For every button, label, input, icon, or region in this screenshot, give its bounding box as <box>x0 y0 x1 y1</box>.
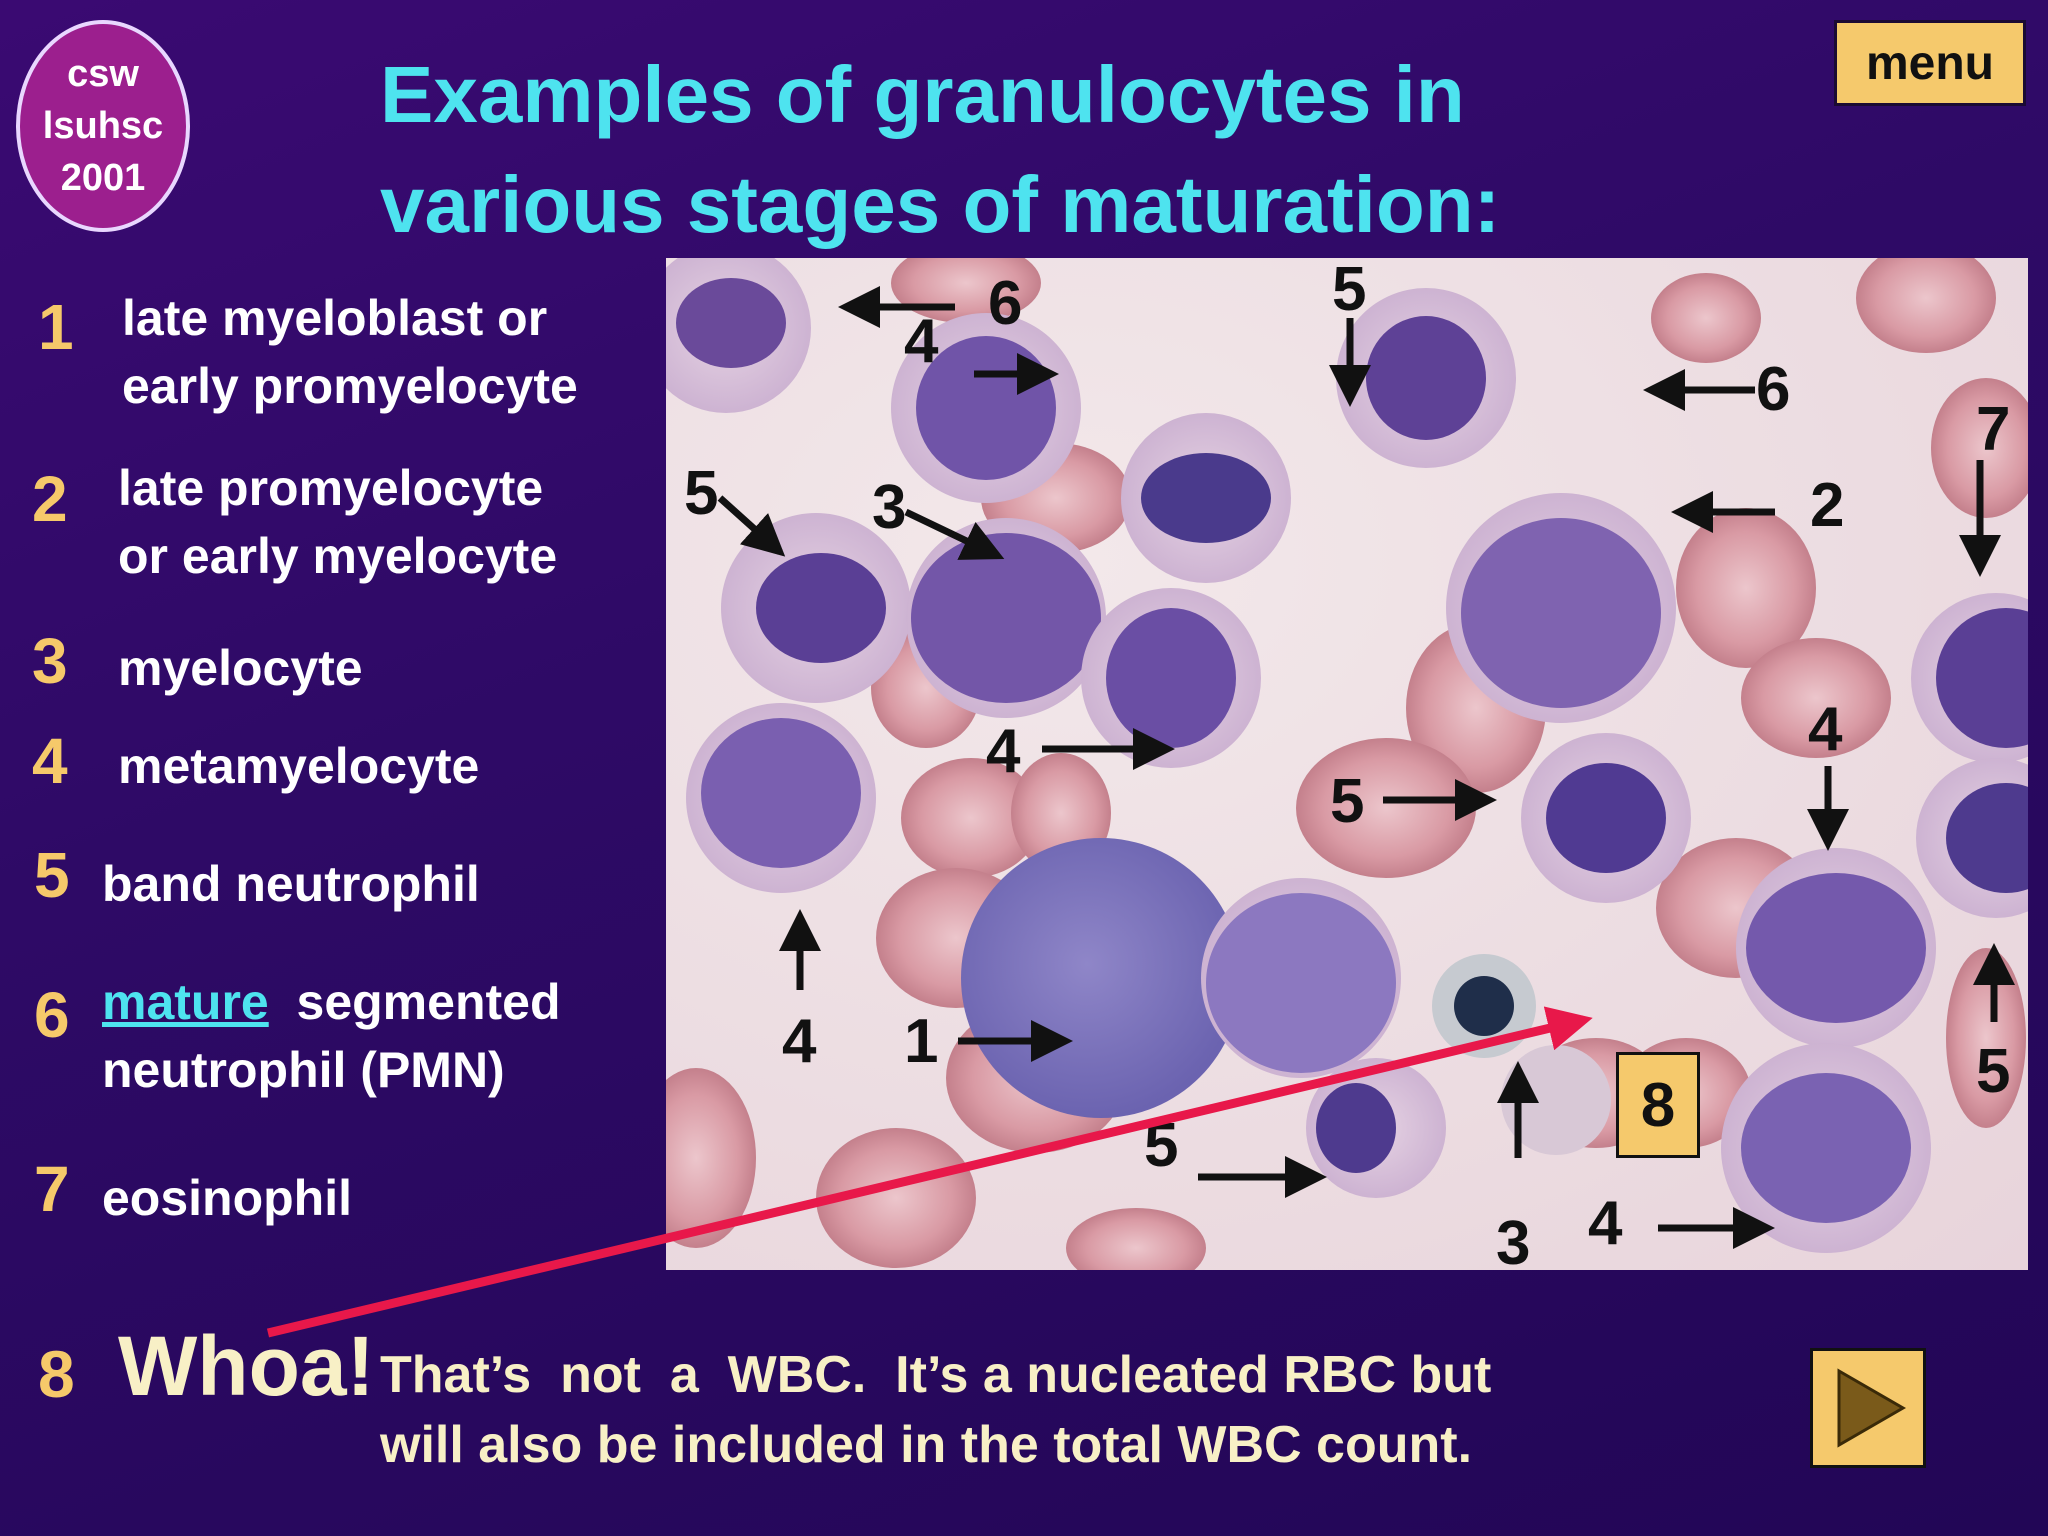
label-4-right: 4 <box>1808 695 1843 764</box>
footer-note-line-1: That’s not a WBC. It’s a nucleated RBC b… <box>380 1346 1492 1404</box>
label-2: 2 <box>1810 471 1845 540</box>
legend-number-6: 6 <box>34 979 70 1051</box>
title-line-1: Examples of granulocytes in <box>380 50 1465 139</box>
label-5-left: 5 <box>684 459 719 528</box>
label-4-middle: 4 <box>986 717 1021 786</box>
legend-item-4: metamyelocyte <box>118 738 480 794</box>
legend-item-6-line-1: mature segmented <box>102 968 560 1036</box>
legend-item-2-line-1: late promyelocyte <box>118 460 544 516</box>
label-5-middle: 5 <box>1330 767 1365 836</box>
logo-line-3: 2001 <box>60 157 146 199</box>
menu-button[interactable]: menu <box>1834 20 2026 106</box>
legend-item-6-line-1-rest: segmented <box>268 974 561 1030</box>
csw-lsuhsc-logo: csw lsuhsc 2001 <box>16 20 190 232</box>
legend-item-6-line-2: neutrophil (PMN) <box>102 1042 505 1098</box>
label-3-top: 3 <box>872 473 907 542</box>
legend-number-5: 5 <box>34 839 70 911</box>
label-4-top: 4 <box>904 307 939 376</box>
slide-title: Examples of granulocytes in various stag… <box>380 40 1710 260</box>
label-6-top-left: 6 <box>988 269 1023 338</box>
legend-item-2-line-2: or early myelocyte <box>118 528 558 584</box>
legend-number-3: 3 <box>32 625 68 697</box>
nucleated-rbc-marker: 8 <box>1616 1052 1700 1158</box>
label-4-bottom: 4 <box>1588 1189 1623 1258</box>
label-5-bottom: 5 <box>1144 1111 1179 1180</box>
legend-item-1-line-2: early promyelocyte <box>122 358 578 414</box>
label-5-right: 5 <box>1976 1037 2011 1106</box>
label-1: 1 <box>904 1007 939 1076</box>
label-3-bottom: 3 <box>1496 1209 1531 1270</box>
label-5-top: 5 <box>1332 258 1367 324</box>
legend-item-2: late promyelocyte or early myelocyte <box>118 454 557 590</box>
logo-line-2: lsuhsc <box>42 105 164 147</box>
footer-note: That’s not a WBC. It’s a nucleated RBC b… <box>380 1340 1680 1480</box>
footer-note-line-2: will also be included in the total WBC c… <box>380 1416 1473 1474</box>
legend-item-6: mature segmented neutrophil (PMN) <box>102 968 560 1104</box>
logo-line-1: csw <box>67 53 139 95</box>
blood-smear-micrograph: 6 5 4 6 7 5 3 2 4 4 5 4 1 5 5 3 4 <box>666 258 2028 1270</box>
legend-number-4: 4 <box>32 725 68 797</box>
legend-item-7: eosinophil <box>102 1170 352 1226</box>
footer-number-8: 8 <box>38 1337 75 1411</box>
next-slide-button[interactable] <box>1810 1348 1926 1468</box>
mature-link[interactable]: mature <box>102 974 269 1030</box>
legend-item-1-line-1: late myeloblast or <box>122 290 548 346</box>
legend-number-7: 7 <box>34 1153 70 1225</box>
legend-item-5: band neutrophil <box>102 856 480 912</box>
title-line-2: various stages of maturation: <box>380 160 1501 249</box>
legend-item-3: myelocyte <box>118 640 363 696</box>
play-triangle-icon <box>1837 1368 1906 1448</box>
label-7: 7 <box>1976 395 2011 464</box>
legend-number-1: 1 <box>38 291 74 363</box>
label-4-bottom-left: 4 <box>782 1007 817 1076</box>
whoa-exclamation: Whoa! <box>118 1319 375 1413</box>
label-6-top-right: 6 <box>1756 355 1791 424</box>
legend-number-2: 2 <box>32 463 68 535</box>
legend-item-1: late myeloblast or early promyelocyte <box>122 284 578 420</box>
